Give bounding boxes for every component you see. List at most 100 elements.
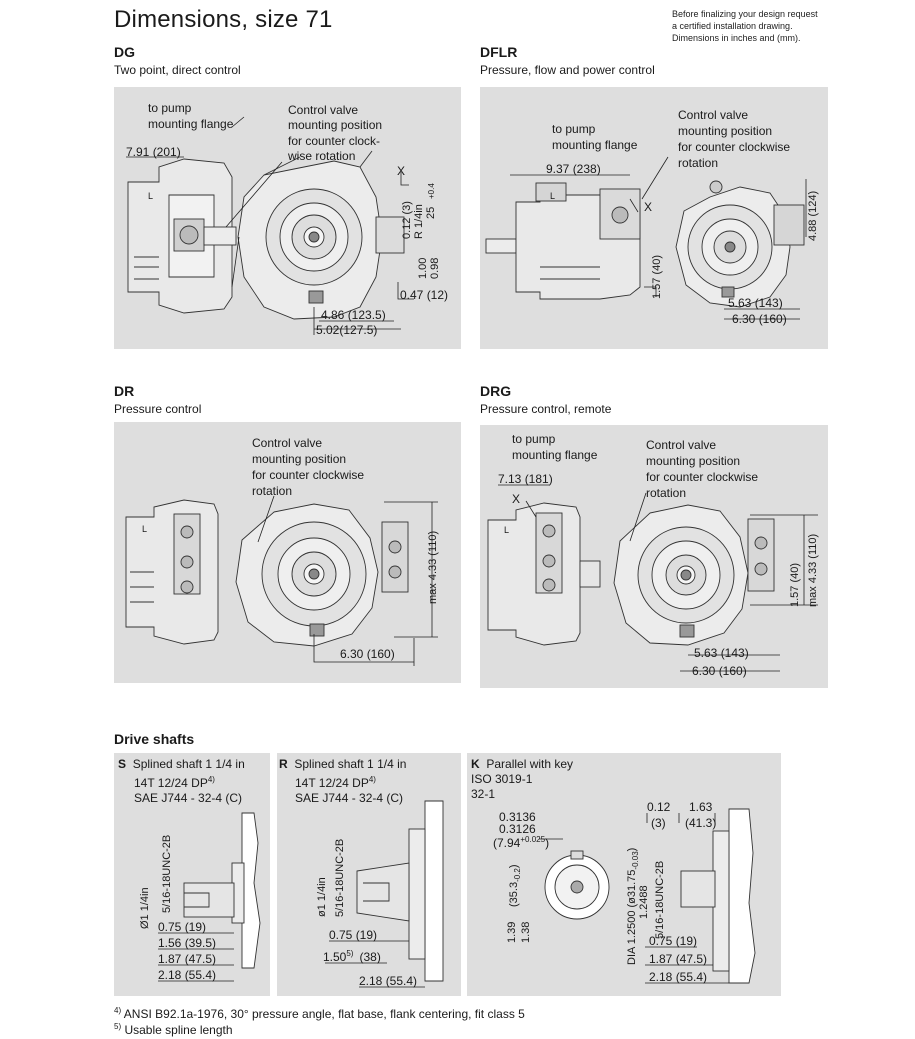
- label-valve-2: mounting position: [288, 118, 382, 132]
- dim-dg-v2: R 1/4in: [413, 204, 425, 239]
- dim-dg-v4: 1.00: [417, 258, 429, 279]
- label-flange-2: mounting flange: [552, 138, 638, 152]
- dim-dr-1: 6.30 (160): [340, 647, 395, 661]
- label-valve-4: rotation: [252, 484, 292, 498]
- dim-r-1: 0.75 (19): [329, 928, 377, 942]
- shaft-drawing-s: 0.75 (19) 1.56 (39.5) 1.87 (47.5) 2.18 (…: [139, 812, 261, 982]
- dim-drg-v1: 1.57 (40): [789, 563, 801, 607]
- label-flange-1: to pump: [552, 122, 596, 136]
- dim-k-h2: 1.63: [689, 800, 713, 814]
- dim-dg-v3: 25: [425, 207, 437, 219]
- label-flange-1: to pump: [512, 432, 556, 446]
- shaft-panel-k: K Parallel with key ISO 3019-1 32-1 0.31…: [467, 753, 781, 996]
- dim-k-t1: 0.3136: [499, 810, 536, 824]
- section-subtitle-dr: Pressure control: [114, 402, 202, 416]
- dim-dflr-l: L: [550, 191, 555, 201]
- label-valve-3: for counter clockwise: [646, 470, 758, 484]
- dim-k-t2: 0.3126: [499, 822, 536, 836]
- label-valve-1: Control valve: [646, 438, 716, 452]
- dim-dg-2: 0.47 (12): [400, 288, 448, 302]
- dim-r-v2: ø1 1/4in: [316, 877, 328, 917]
- label-valve-3: for counter clockwise: [678, 140, 790, 154]
- design-note: Before finalizing your design request a …: [672, 9, 818, 43]
- footnote-4: 4) ANSI B92.1a-1976, 30° pressure angle,…: [114, 1006, 525, 1021]
- shaft-code-r: R: [279, 757, 288, 771]
- dim-k-v2: 1.39: [506, 922, 518, 943]
- label-valve-1: Control valve: [252, 436, 322, 450]
- dim-s-2: 1.56 (39.5): [158, 936, 216, 950]
- drawing-panel-drg: to pump mounting flange Control valve mo…: [480, 425, 828, 688]
- label-valve-2: mounting position: [678, 124, 772, 138]
- dim-s-v1: 5/16-18UNC-2B: [161, 835, 173, 913]
- shaft-code-k: K: [471, 757, 480, 771]
- dim-k-v1: (35.3-0.2): [508, 864, 522, 907]
- label-valve-1: Control valve: [288, 103, 358, 117]
- dim-dg-3: 4.86 (123.5): [321, 308, 386, 322]
- dim-dg-v5: 0.98: [429, 258, 441, 279]
- label-valve-3: for counter clockwise: [252, 468, 364, 482]
- label-flange-2: mounting flange: [512, 448, 598, 462]
- dim-drg-x: X: [512, 492, 520, 506]
- dim-dflr-2: 5.63 (143): [728, 296, 783, 310]
- label-valve-2: mounting position: [252, 452, 346, 466]
- dim-dflr-x: X: [644, 200, 652, 214]
- drive-shafts-title: Drive shafts: [114, 731, 195, 747]
- dim-s-1: 0.75 (19): [158, 920, 206, 934]
- shaft-panel-r: R Splined shaft 1 1/4 in 14T 12/24 DP4) …: [277, 753, 461, 996]
- dim-r-v1: 5/16-18UNC-2B: [334, 839, 346, 917]
- drawing-panel-dg: to pump mounting flange Control valve mo…: [114, 87, 461, 349]
- dim-k-t3: (7.94+0.025): [493, 835, 549, 850]
- section-subtitle-dflr: Pressure, flow and power control: [480, 63, 655, 77]
- drawing-panel-dflr: to pump mounting flange Control valve mo…: [480, 87, 828, 349]
- dim-k-2: 1.87 (47.5): [649, 952, 707, 966]
- dim-dg-v1: 0.12 (3): [401, 201, 413, 239]
- dim-k-v3: 1.38: [520, 922, 532, 943]
- dim-drg-1: 7.13 (181): [498, 472, 553, 486]
- dim-dflr-3: 6.30 (160): [732, 312, 787, 326]
- dim-k-h1: 0.12: [647, 800, 671, 814]
- dim-s-3: 1.87 (47.5): [158, 952, 216, 966]
- dim-dflr-v2: 4.88 (124): [807, 191, 819, 241]
- section-subtitle-dg: Two point, direct control: [114, 63, 241, 77]
- dim-k-3: 2.18 (55.4): [649, 970, 707, 984]
- section-code-drg: DRG: [480, 383, 512, 399]
- label-flange-1: to pump: [148, 101, 192, 115]
- dim-drg-2: 5.63 (143): [694, 646, 749, 660]
- dim-drg-3: 6.30 (160): [692, 664, 747, 678]
- label-valve-3: for counter clock-: [288, 134, 380, 148]
- label-valve-1: Control valve: [678, 108, 748, 122]
- dim-drg-v2: max 4.33 (110): [807, 534, 819, 607]
- label-valve-4: rotation: [678, 156, 718, 170]
- dim-r-2: 1.505)(38): [323, 949, 381, 964]
- drawing-panel-dr: Control valve mounting position for coun…: [114, 422, 461, 683]
- dim-dflr-v1: 1.57 (40): [651, 255, 663, 299]
- drawing-dflr: to pump mounting flange Control valve mo…: [485, 108, 819, 326]
- label-valve-2: mounting position: [646, 454, 740, 468]
- dim-dr-v1: max 4.33 (110): [427, 531, 439, 604]
- shaft-drawing-r: 0.75 (19) 1.505)(38) 2.18 (55.4) 5/16-18…: [316, 800, 444, 988]
- dim-r-3: 2.18 (55.4): [359, 974, 417, 988]
- shaft-code-s: S: [118, 757, 127, 771]
- dim-s-v2: Ø1 1/4in: [139, 887, 151, 929]
- shaft-drawing-k: 0.3136 0.3126 (7.94+0.025) 0.12 (3) 1.63…: [493, 800, 756, 984]
- dim-dg-4: 5.02(127.5): [316, 323, 377, 337]
- label-flange-2: mounting flange: [148, 117, 234, 131]
- dim-dr-l: L: [142, 524, 147, 534]
- drawing-dr: Control valve mounting position for coun…: [125, 436, 439, 666]
- drawing-drg: to pump mounting flange Control valve mo…: [487, 432, 819, 678]
- dim-k-h1b: (3): [651, 816, 666, 830]
- section-code-dg: DG: [114, 44, 135, 60]
- section-code-dflr: DFLR: [480, 44, 518, 60]
- dim-s-4: 2.18 (55.4): [158, 968, 216, 982]
- section-subtitle-drg: Pressure control, remote: [480, 402, 612, 416]
- dim-dg-l: L: [148, 191, 153, 201]
- drawing-dg: to pump mounting flange Control valve mo…: [126, 101, 448, 337]
- dim-dg-v3b: +0.4: [427, 183, 436, 199]
- footnote-5: 5) Usable spline length: [114, 1022, 233, 1037]
- label-valve-4: rotation: [646, 486, 686, 500]
- page-title: Dimensions, size 71: [114, 6, 333, 33]
- dim-k-1: 0.75 (19): [649, 934, 697, 948]
- dim-k-v4: DIA 1.2500 (ø31.75-0.03): [626, 848, 640, 965]
- dim-k-h2b: (41.3): [685, 816, 716, 830]
- shaft-panel-s: S Splined shaft 1 1/4 in 14T 12/24 DP4) …: [114, 753, 270, 996]
